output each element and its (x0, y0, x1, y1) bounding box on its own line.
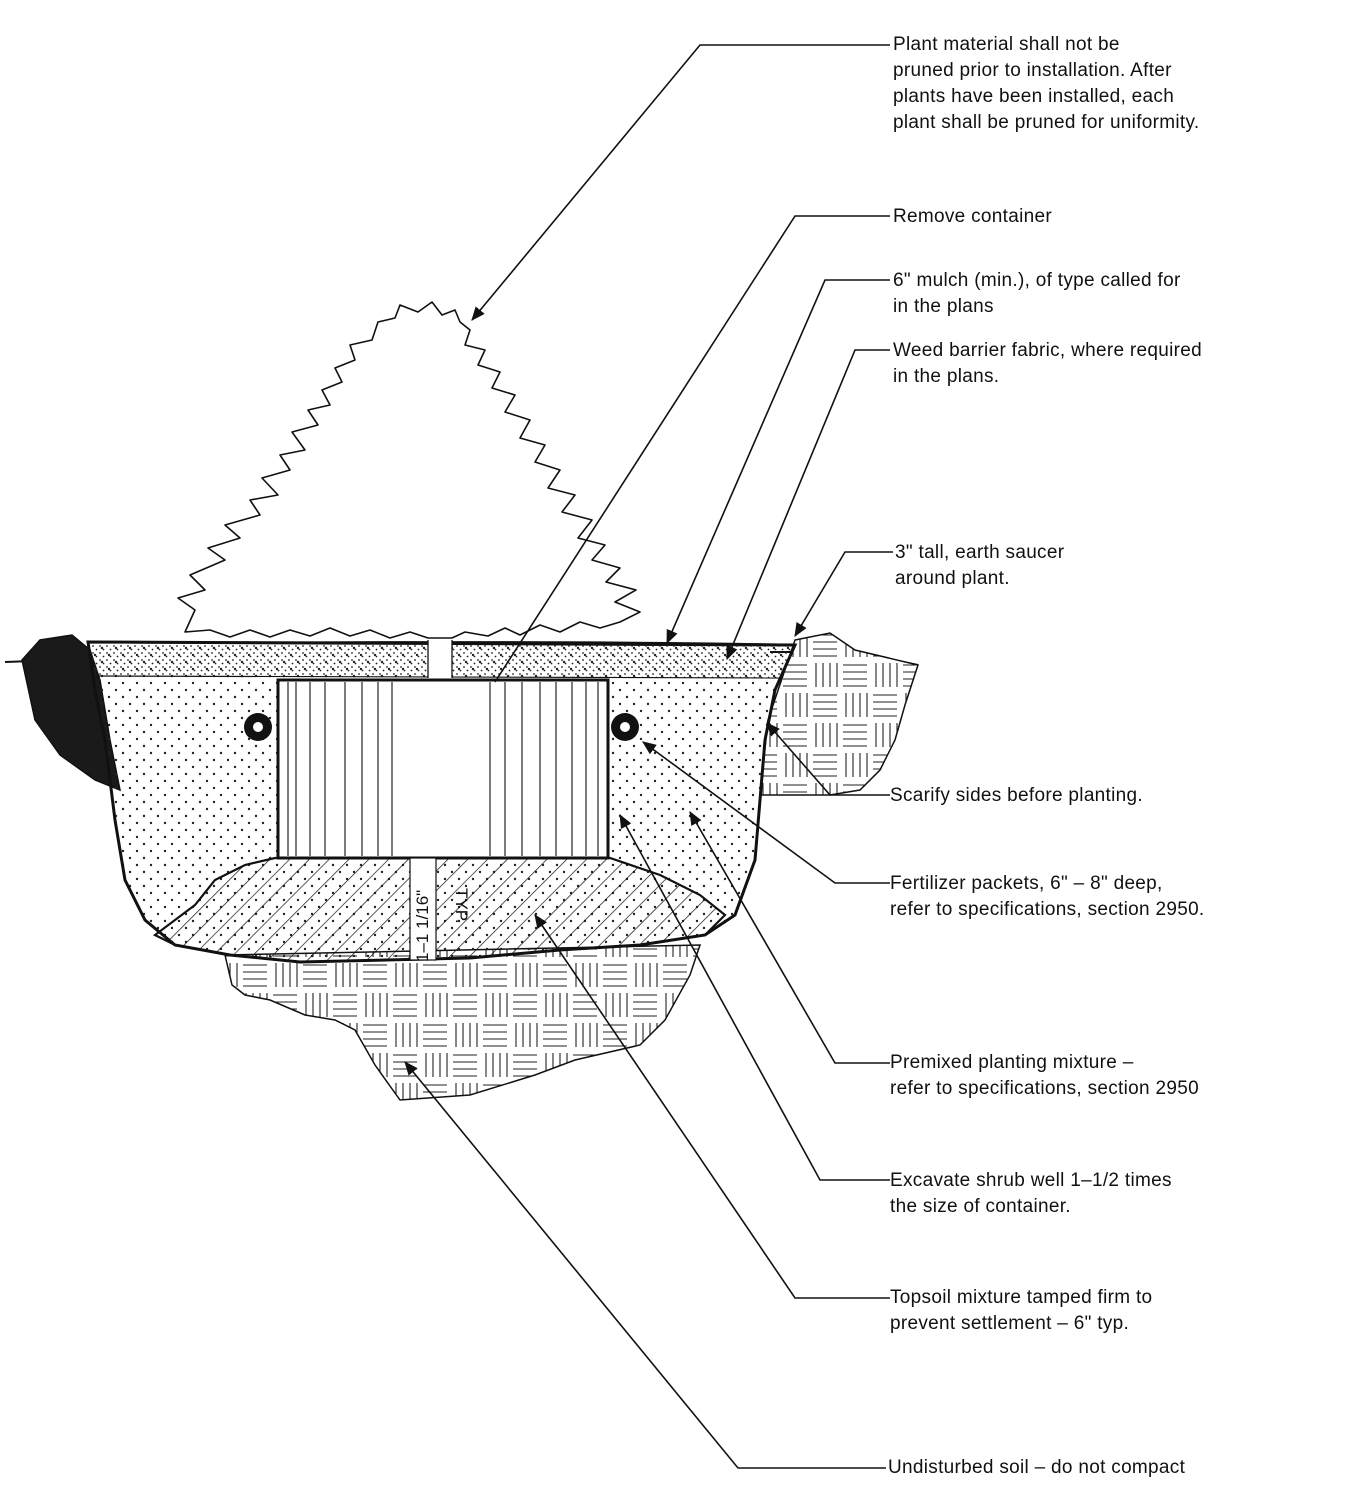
note-line: Plant material shall not be (893, 34, 1120, 55)
leader-saucer (794, 551, 893, 638)
note-line: plant shall be pruned for uniformity. (893, 112, 1200, 133)
note-line: refer to specifications, section 2950 (890, 1078, 1199, 1099)
note-line: 6" mulch (min.), of type called for (893, 270, 1181, 291)
leader-lines (404, 44, 893, 1469)
note-remove-container: Remove container (893, 204, 1052, 230)
leader-undisturbed (404, 1061, 886, 1469)
note-line: plants have been installed, each (893, 86, 1175, 107)
undisturbed-soil (224, 944, 702, 1101)
leader-topsoil (534, 914, 890, 1299)
note-excavate: Excavate shrub well 1–1/2 times the size … (890, 1168, 1172, 1220)
container-rootball (276, 678, 610, 860)
note-undisturbed-soil: Undisturbed soil – do not compact (888, 1455, 1185, 1481)
note-line: Premixed planting mixture – (890, 1052, 1134, 1073)
note-scarify: Scarify sides before planting. (890, 783, 1143, 809)
note-fertilizer: Fertilizer packets, 6" – 8" deep, refer t… (890, 871, 1205, 923)
leader-mulch (666, 279, 890, 645)
note-line: 3" tall, earth saucer (895, 542, 1065, 563)
note-weed-barrier: Weed barrier fabric, where required in th… (893, 338, 1202, 390)
note-line: in the plans. (893, 366, 1000, 387)
dimension-strip (409, 857, 437, 961)
mulch-surface (87, 640, 796, 647)
note-topsoil: Topsoil mixture tamped firm to prevent se… (890, 1285, 1152, 1337)
dimension-typ-label: TYP. (452, 888, 471, 924)
leader-premixed (689, 810, 890, 1064)
note-pruning: Plant material shall not be pruned prior … (893, 32, 1199, 136)
note-line: prevent settlement – 6" typ. (890, 1313, 1130, 1334)
shrub-canopy (177, 301, 641, 639)
note-line: refer to specifications, section 2950. (890, 899, 1205, 920)
leader-scarify (766, 722, 890, 796)
leader-fertilizer (642, 741, 890, 884)
root-lines (287, 682, 599, 856)
note-line: Topsoil mixture tamped firm to (890, 1287, 1153, 1308)
note-line: the size of container. (890, 1196, 1071, 1217)
dimension-label: 1–1 1/16" (413, 890, 432, 962)
leader-weed-barrier (726, 349, 890, 661)
note-premixed-mixture: Premixed planting mixture – refer to spec… (890, 1050, 1199, 1102)
note-line: in the plans (893, 296, 994, 317)
topsoil-base (152, 856, 727, 964)
note-line: pruned prior to installation. After (893, 60, 1172, 81)
trunk (428, 638, 452, 678)
note-line: Undisturbed soil – do not compact (888, 1457, 1186, 1478)
note-line: Scarify sides before planting. (890, 785, 1143, 806)
note-earth-saucer: 3" tall, earth saucer around plant. (895, 540, 1064, 592)
note-mulch: 6" mulch (min.), of type called for in th… (893, 268, 1181, 320)
note-line: Fertilizer packets, 6" – 8" deep, (890, 873, 1163, 894)
note-line: Excavate shrub well 1–1/2 times (890, 1170, 1172, 1191)
note-line: Weed barrier fabric, where required (893, 340, 1203, 361)
leader-pruning (471, 44, 890, 321)
leader-excavate (619, 813, 890, 1181)
note-line: Remove container (893, 206, 1052, 227)
note-line: around plant. (895, 568, 1010, 589)
leader-container (494, 215, 890, 683)
